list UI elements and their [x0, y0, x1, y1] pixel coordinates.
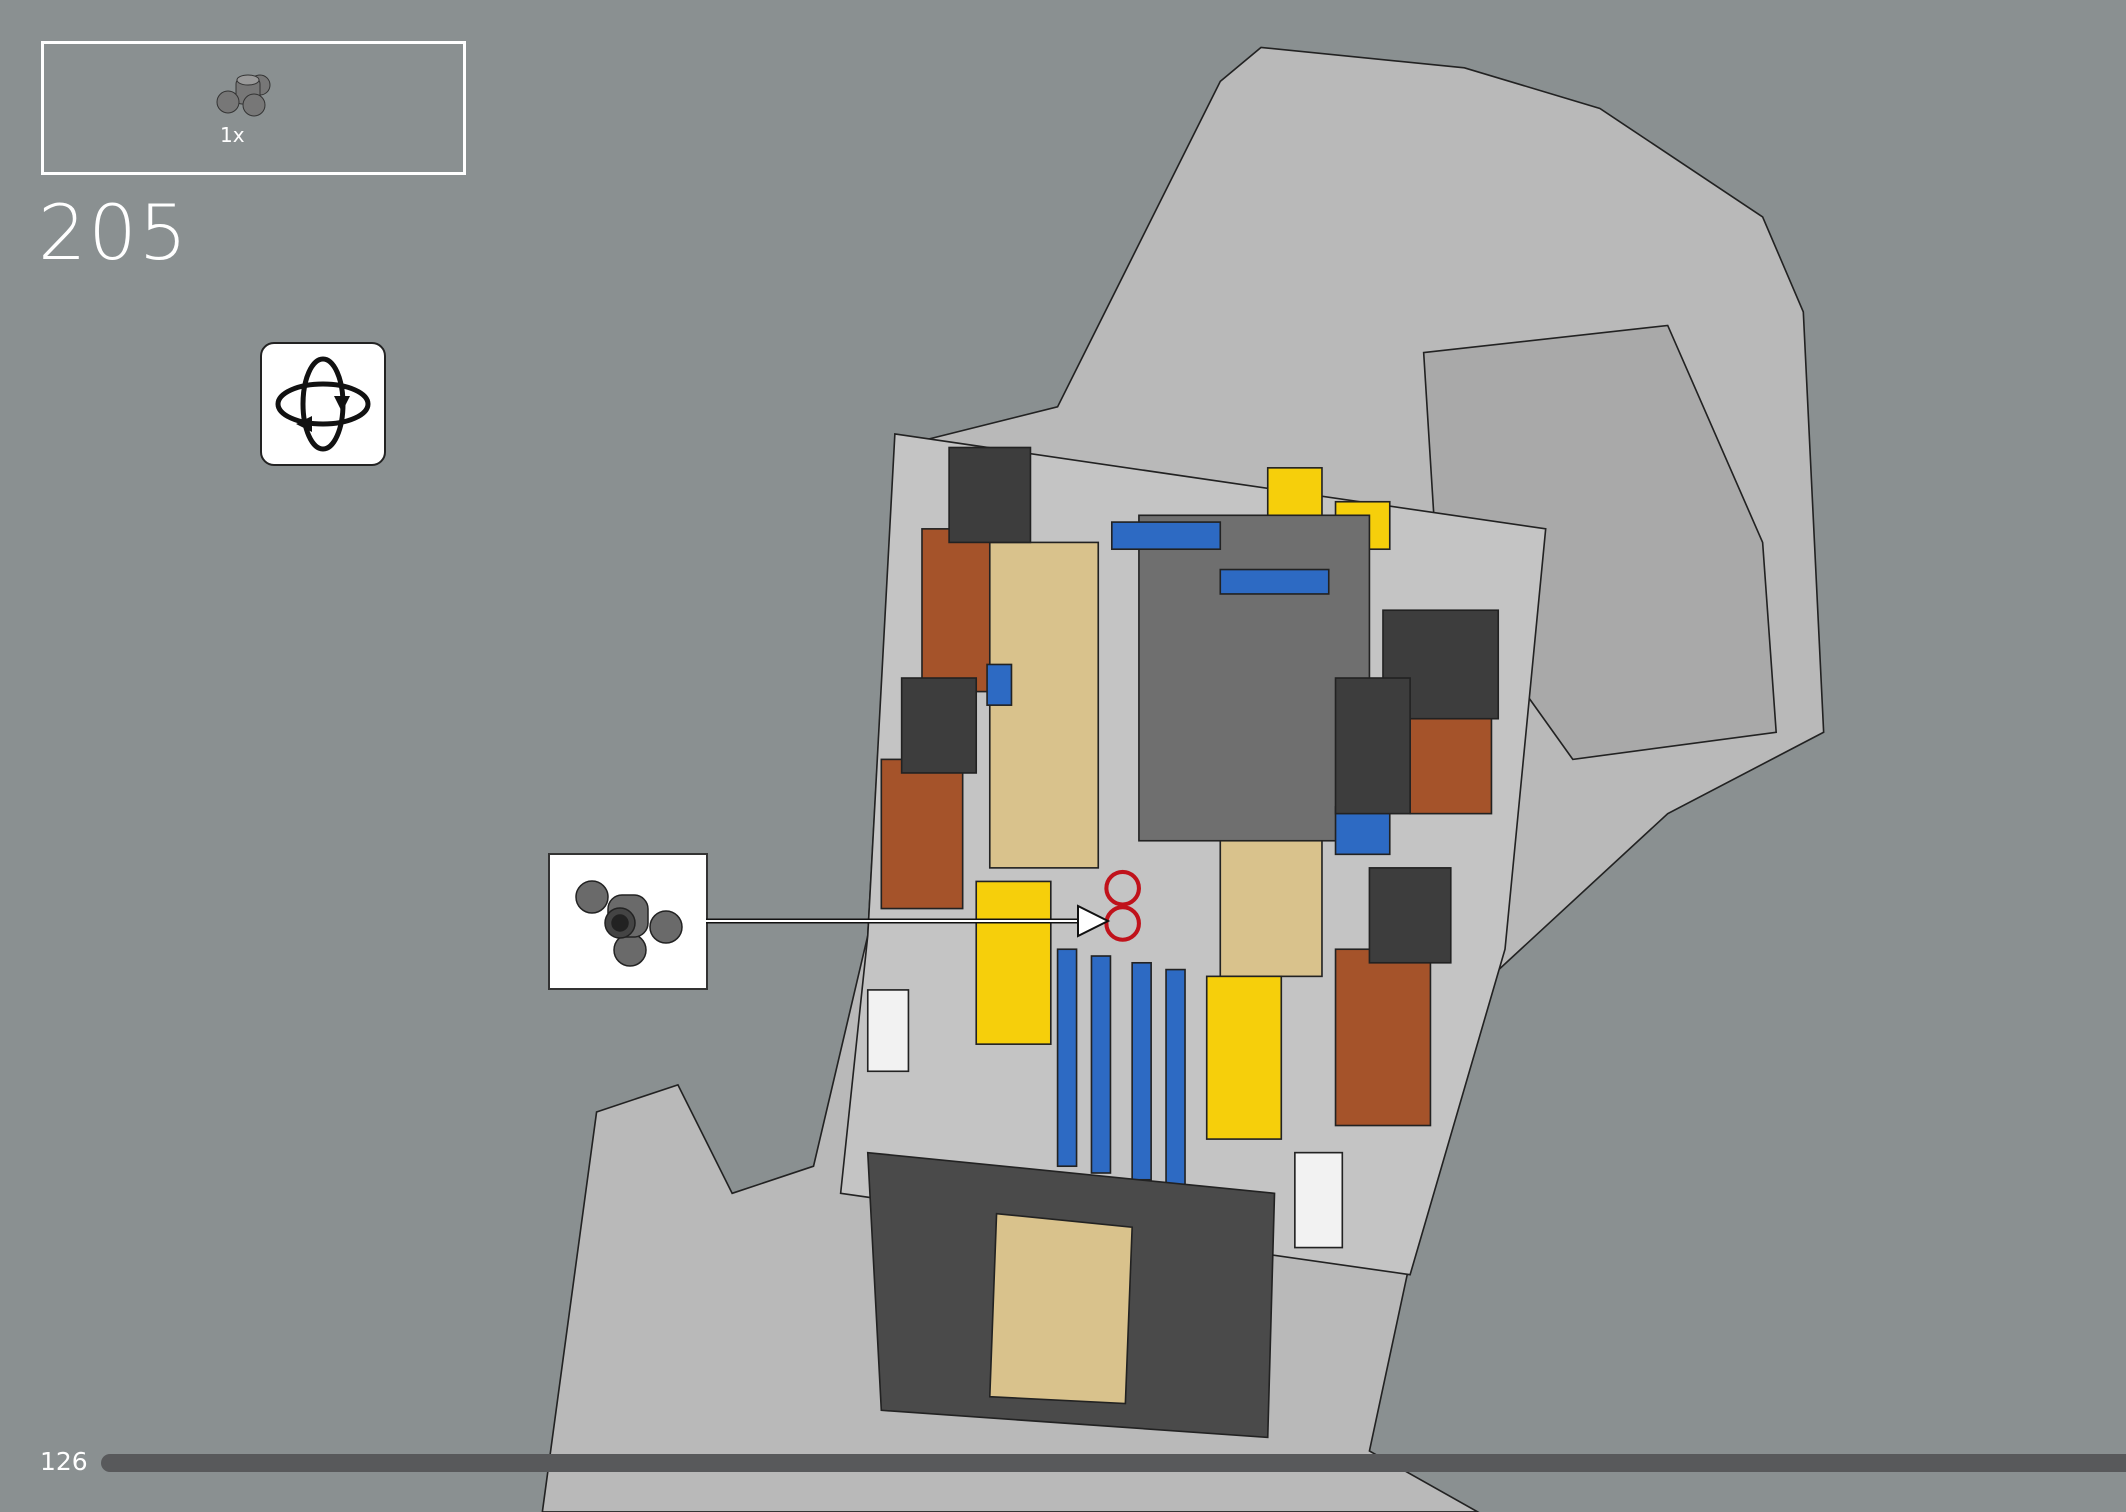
- part-quantity: 1x: [220, 123, 245, 147]
- parts-list-box: 1x: [41, 41, 466, 175]
- rotate-model-icon: [275, 356, 371, 452]
- callout-box: [548, 853, 708, 990]
- rotate-model-indicator: [260, 342, 386, 466]
- page-number: 126: [40, 1447, 88, 1476]
- ball-joint-connector-icon: [216, 74, 271, 117]
- ball-joint-connector-icon: [575, 880, 683, 967]
- step-number: 205: [38, 188, 190, 277]
- page-progress-bar: [101, 1454, 2126, 1472]
